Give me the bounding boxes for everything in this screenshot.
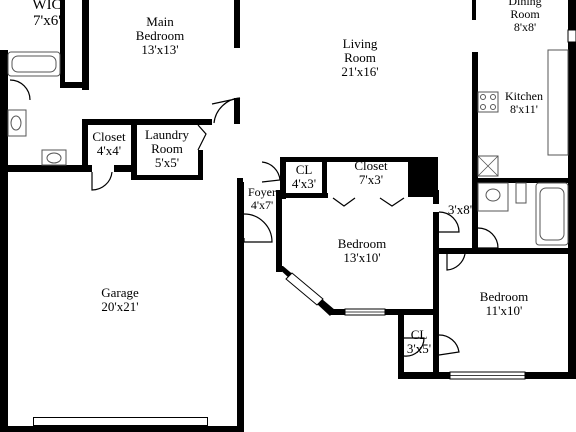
room-label-dining-room: Dining Room 8'x8' xyxy=(495,0,555,34)
garage-door xyxy=(33,417,208,426)
room-label-bedroom-right: Bedroom 11'x10' xyxy=(462,290,546,318)
room-name: Bedroom xyxy=(337,236,387,251)
room-name-2: Bedroom xyxy=(135,28,185,43)
room-dims: 3'x8' xyxy=(447,202,473,217)
room-label-bedroom-center: Bedroom 13'x10' xyxy=(322,237,402,265)
room-label-hall: 3'x8' xyxy=(440,203,480,217)
room-dims: 5'x5' xyxy=(154,155,180,170)
room-name: Main xyxy=(146,14,174,29)
room-label-wic: WIC 7'x6' xyxy=(22,0,72,29)
room-name: Kitchen xyxy=(505,89,543,103)
room-name: Living xyxy=(342,36,378,51)
room-name-2: Room xyxy=(151,141,183,156)
room-dims: 4'x4' xyxy=(96,143,122,158)
room-name: CL xyxy=(295,162,313,177)
room-label-closet-main: Closet 4'x4' xyxy=(86,130,132,158)
room-label-closet-hall: Closet 7'x3' xyxy=(338,159,404,187)
room-label-main-bedroom: Main Bedroom 13'x13' xyxy=(115,15,205,57)
room-name: Laundry xyxy=(144,127,190,142)
room-name: Bedroom xyxy=(479,289,529,304)
room-label-living-room: Living Room 21'x16' xyxy=(320,37,400,79)
room-label-garage: Garage 20'x21' xyxy=(80,286,160,314)
room-label-cl-bedroom: CL 3'x5' xyxy=(399,328,439,356)
room-label-laundry: Laundry Room 5'x5' xyxy=(134,128,200,170)
room-name: CL xyxy=(410,327,428,342)
room-dims: 7'x3' xyxy=(358,172,384,187)
room-dims: 8'x11' xyxy=(510,102,538,116)
room-dims: 4'x7' xyxy=(250,198,274,212)
room-dims: 13'x10' xyxy=(343,250,381,265)
room-name: Dining xyxy=(508,0,542,8)
room-name-2: Room xyxy=(510,7,540,21)
room-label-kitchen: Kitchen 8'x11' xyxy=(496,90,552,116)
room-dims: 13'x13' xyxy=(141,42,179,57)
room-dims: 20'x21' xyxy=(101,299,139,314)
room-dims: 11'x10' xyxy=(485,303,523,318)
room-label-cl-hall: CL 4'x3' xyxy=(284,163,324,191)
room-name: Closet xyxy=(354,158,388,173)
windows xyxy=(285,29,576,380)
room-dims: 8'x8' xyxy=(513,20,537,34)
room-label-foyer: Foyer 4'x7' xyxy=(242,186,282,212)
room-name-2: Room xyxy=(344,50,376,65)
room-dims: 3'x5' xyxy=(406,341,432,356)
fixtures xyxy=(7,49,569,246)
room-name: Closet xyxy=(92,129,126,144)
room-name: Foyer xyxy=(248,185,276,199)
room-name: Garage xyxy=(101,285,139,300)
door-swings xyxy=(9,79,499,357)
room-dims: 21'x16' xyxy=(341,64,379,79)
room-name: WIC xyxy=(32,0,62,13)
room-dims: 7'x6' xyxy=(33,13,61,29)
room-dims: 4'x3' xyxy=(291,176,317,191)
